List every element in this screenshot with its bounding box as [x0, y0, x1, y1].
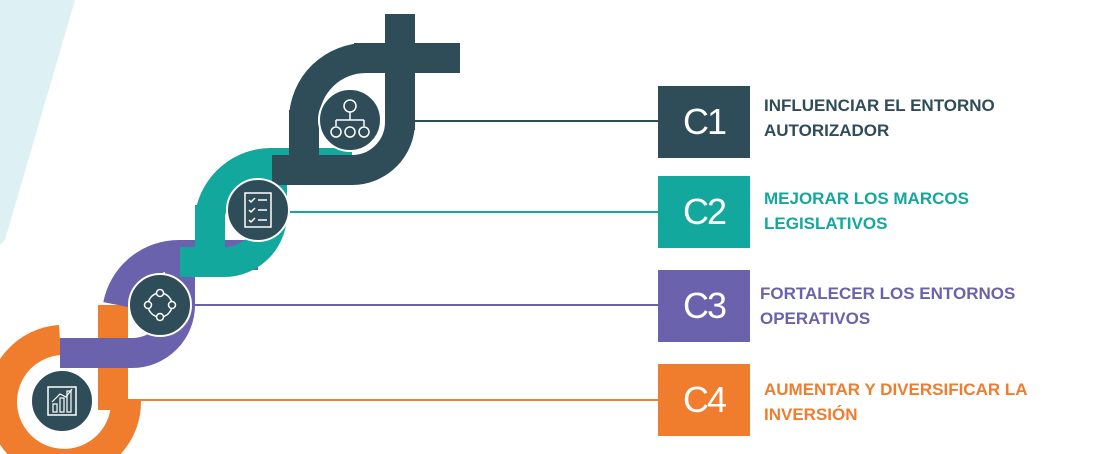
- code-box-c2: C2: [658, 176, 750, 248]
- step-title-c1: INFLUENCIAR EL ENTORNO AUTORIZADOR: [764, 96, 995, 140]
- checklist-icon: [226, 178, 290, 242]
- code-label-c3: C3: [682, 285, 727, 326]
- helix-segment-c1: [272, 14, 460, 185]
- cycle-icon: [128, 273, 192, 337]
- code-box-c1: C1: [658, 86, 750, 158]
- step-title-c2: MEJORAR LOS MARCOS LEGISLATIVOS: [764, 189, 969, 233]
- bar-chart-icon: [30, 369, 94, 433]
- code-label-c2: C2: [682, 191, 727, 232]
- code-box-c4: C4: [658, 364, 750, 436]
- org-chart-icon: [318, 88, 382, 152]
- step-title-c3: FORTALECER LOS ENTORNOS OPERATIVOS: [760, 284, 1016, 328]
- code-label-c4: C4: [682, 379, 727, 420]
- step-title-c4: AUMENTAR Y DIVERSIFICAR LA INVERSIÓN: [764, 380, 1027, 424]
- code-label-c1: C1: [682, 101, 727, 142]
- code-box-c3: C3: [658, 270, 750, 342]
